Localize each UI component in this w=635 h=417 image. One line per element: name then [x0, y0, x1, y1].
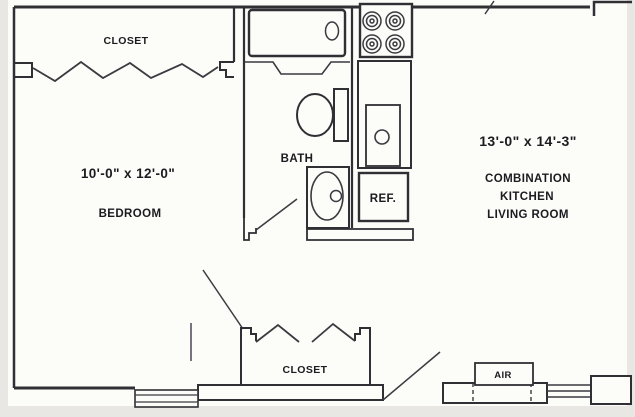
stove-burner-icons — [362, 11, 405, 54]
kitchen-sink-drain — [374, 129, 390, 145]
toilet-tank — [333, 88, 349, 142]
living-room-label: LIVING ROOM — [487, 209, 569, 221]
bathroom: BATH — [245, 8, 350, 229]
top-wall-tick — [484, 0, 495, 15]
bedroom: 10'-0" x 12'-0" BEDROOM — [81, 166, 175, 220]
bath-label: BATH — [281, 153, 314, 165]
air-conditioner-assembly: AIR — [442, 362, 632, 405]
bedroom-door-swing — [202, 269, 244, 330]
top-right-step-wall — [592, 0, 632, 16]
bath-door-jamb — [243, 215, 257, 241]
kitchen-living-room: 13'-0" x 14'-3" COMBINATION KITCHEN LIVI… — [479, 133, 577, 221]
air-conditioner-unit — [474, 362, 534, 386]
window-frame — [134, 389, 199, 408]
kitchen-label: KITCHEN — [500, 191, 554, 203]
bedroom-dimensions: 10'-0" x 12'-0" — [81, 166, 175, 181]
combination-label: COMBINATION — [485, 173, 571, 185]
kitchen-sink — [365, 104, 401, 167]
outer-walls — [12, 0, 632, 390]
closet-bottom-label: CLOSET — [283, 364, 328, 376]
air-conditioner-dashed-lines — [472, 383, 532, 403]
kitchen-bottom-wall — [306, 228, 414, 241]
closet-top-label: CLOSET — [104, 35, 149, 47]
refrigerator — [357, 171, 410, 223]
window-panes — [135, 394, 198, 403]
closet-bottom: CLOSET — [240, 322, 371, 385]
closet-rod-bracket-left — [14, 62, 33, 78]
bathtub-apron — [245, 61, 350, 75]
right-wall-segment — [590, 375, 632, 405]
door-swings — [190, 198, 441, 401]
closet-bottom-post-left — [240, 327, 257, 385]
closet-rod-bracket-right — [219, 61, 234, 78]
bath-door-swing — [255, 198, 298, 231]
closet-top: CLOSET — [14, 35, 234, 83]
bathtub — [247, 8, 347, 58]
closet-bottom-zigzag-right — [311, 322, 356, 343]
kitchen-living-dimensions: 13'-0" x 14'-3" — [479, 133, 577, 149]
closet-rod-zigzag — [32, 60, 219, 83]
right-window-panes — [547, 384, 591, 398]
air-conditioner-label: AIR — [494, 370, 512, 381]
bathtub-drain — [324, 21, 340, 41]
closet-bottom-zigzag-left — [255, 323, 300, 343]
toilet-bowl — [296, 93, 334, 137]
bottom-wall-band — [197, 384, 384, 401]
closet-bottom-post-right — [354, 327, 371, 385]
refrigerator-label: REF. — [370, 193, 397, 205]
vanity-sink-bowl — [310, 171, 344, 221]
stove — [358, 2, 414, 59]
interior-walls — [197, 7, 414, 401]
kitchen-fixtures: REF. — [357, 2, 414, 223]
bedroom-label: BEDROOM — [99, 208, 162, 220]
entry-door-swing — [382, 351, 441, 401]
bedroom-window — [134, 389, 199, 408]
vanity-sink-drain — [329, 189, 343, 203]
